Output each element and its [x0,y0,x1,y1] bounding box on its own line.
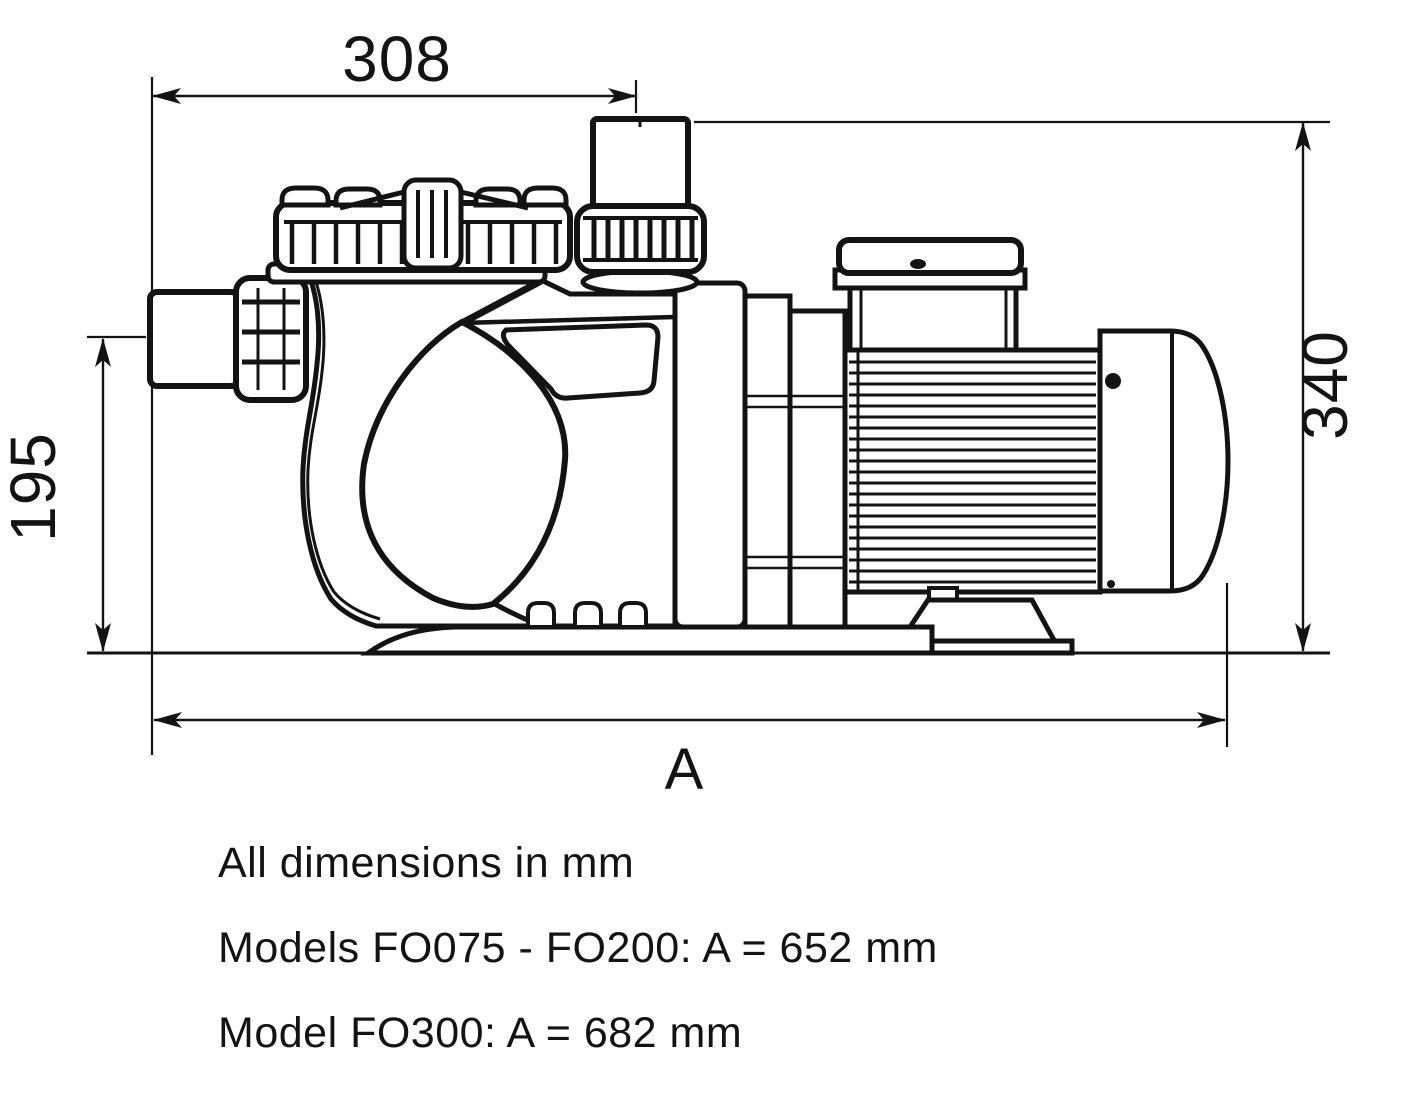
pump-housing [300,265,678,650]
terminal-box [832,237,1028,353]
dim-label-A: A [665,737,704,802]
note-models-range: Models FO075 - FO200: A = 652 mm [218,924,938,972]
lid-lug [279,185,331,208]
dimension-inlet-height: 195 [0,338,111,652]
dim-label-308: 308 [342,23,452,95]
notes: All dimensions in mm Models FO075 - FO20… [218,839,938,1057]
lid-dome-ribs [416,190,448,258]
bracket-plate [742,293,793,630]
motor-flange [787,308,848,630]
outlet-nut-ribs [591,218,695,260]
motor [842,328,1231,656]
inlet-union-nut [233,275,309,403]
body-shoulder-line [460,277,543,327]
tie-rod-lines [745,394,845,570]
strainer-lid [265,177,573,285]
inlet-port [147,275,309,403]
base-stud [618,601,648,629]
motor-bracket [672,280,848,630]
base-stud [573,601,603,629]
motor-foot-pad [923,638,1075,656]
base [360,601,935,656]
outlet-pipe [590,116,691,212]
note-model-fo300: Model FO300: A = 682 mm [218,1009,742,1057]
base-stud [526,601,556,629]
inlet-pipe [147,289,241,389]
outlet-port [574,116,707,296]
strainer-pot-inner-wall [306,275,381,621]
dimension-top-width: 308 [152,23,638,113]
inlet-nut-grooves [242,299,300,365]
inlet-nut-ribs [256,288,286,390]
dimension-overall-length: A [153,712,1226,802]
body-mid-line [461,314,676,326]
extension-lines [87,77,1330,755]
lid-lug [521,185,569,208]
base-studs [526,601,648,629]
end-cap-bolt-lower [1107,580,1115,588]
terminal-box-body [847,285,1019,353]
terminal-box-lid [836,237,1024,276]
volute-curve [359,318,569,610]
terminal-box-lid-screw [910,259,926,269]
motor-fins [849,360,1096,584]
dimension-overall-height: 340 [1289,122,1361,652]
note-units: All dimensions in mm [218,839,634,887]
seal-plate [672,280,748,630]
end-cap-bolt [1105,373,1121,389]
lid-dome-slopes [339,189,529,211]
dim-label-340: 340 [1289,330,1361,440]
terminal-box-wall-lines [859,290,1008,348]
nameplate-recess [500,322,661,401]
base-plate [360,624,935,656]
motor-end-cap [1097,328,1231,594]
dim-label-195: 195 [0,432,69,542]
